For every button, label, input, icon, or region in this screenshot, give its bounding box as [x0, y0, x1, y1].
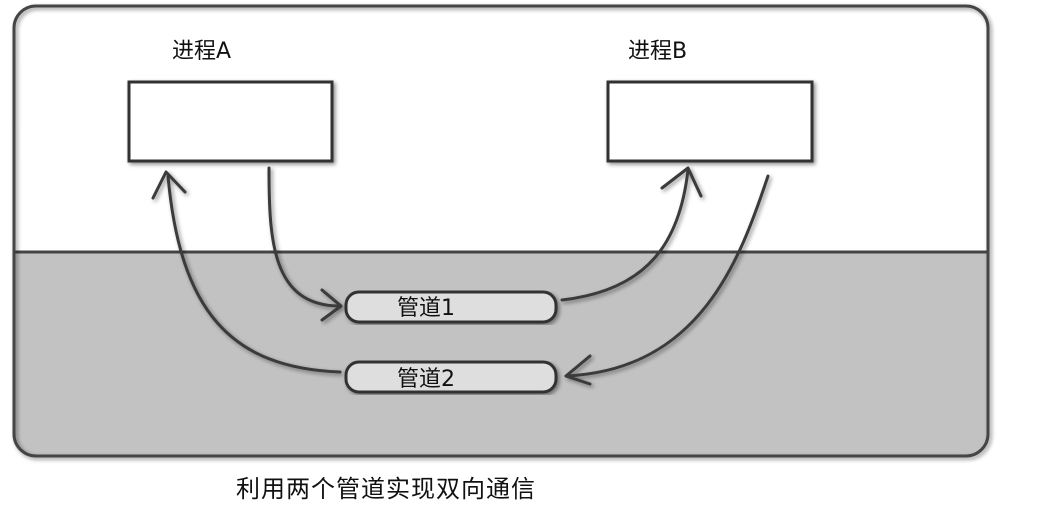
pipe-2-label: 管道2: [397, 367, 455, 392]
pipe-2: 管道2: [344, 360, 558, 394]
kernel-region: [14, 252, 988, 456]
process-a: 进程A: [127, 39, 334, 163]
process-b-label: 进程B: [628, 39, 687, 64]
process-b-box: [606, 80, 814, 163]
arrow-pipe2-to-a: [151, 170, 342, 374]
arrow-b-to-pipe2: [564, 174, 770, 386]
diagram-caption: 利用两个管道实现双向通信: [236, 475, 536, 503]
pipe-1-label: 管道1: [397, 296, 455, 321]
process-a-box: [127, 80, 334, 163]
pipe-1-shape: [344, 290, 558, 324]
process-b: 进程B: [606, 39, 814, 163]
pipe-1: 管道1: [344, 290, 558, 324]
process-a-label: 进程A: [172, 39, 231, 64]
arrow-pipe1-to-b: [560, 166, 703, 302]
pipe-2-shape: [344, 360, 558, 394]
arrow-a-to-pipe1: [267, 166, 343, 322]
